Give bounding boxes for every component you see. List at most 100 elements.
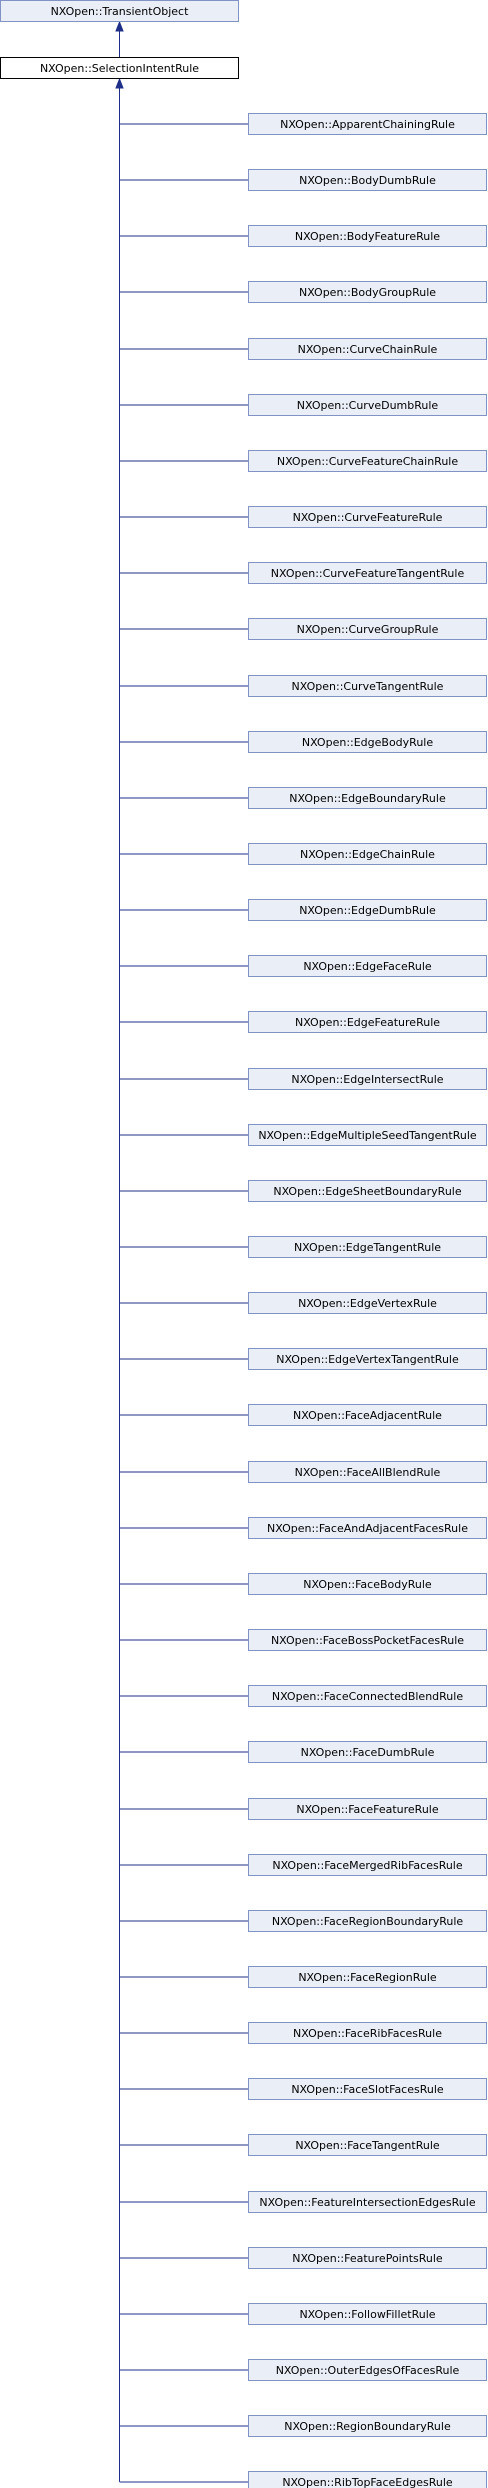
node-face-adjacent-rule-label: NXOpen::FaceAdjacentRule [293,1409,442,1422]
node-selection-intent-rule: NXOpen::SelectionIntentRule [0,57,239,79]
node-curve-tangent-rule[interactable]: NXOpen::CurveTangentRule [248,675,487,697]
node-edge-chain-rule-box [248,843,487,865]
node-face-rib-faces-rule-box [248,2022,487,2044]
node-face-slot-faces-rule-box [248,2078,487,2100]
node-curve-feature-tangent-rule[interactable]: NXOpen::CurveFeatureTangentRule [248,562,487,584]
node-edge-vertex-rule-box [248,1292,487,1314]
node-edge-sheet-boundary-rule-label: NXOpen::EdgeSheetBoundaryRule [273,1185,461,1198]
node-face-merged-rib-faces-rule[interactable]: NXOpen::FaceMergedRibFacesRule [248,1854,487,1876]
node-edge-chain-rule-label: NXOpen::EdgeChainRule [300,848,435,861]
node-face-tangent-rule[interactable]: NXOpen::FaceTangentRule [248,2134,487,2156]
node-face-connected-blend-rule[interactable]: NXOpen::FaceConnectedBlendRule [248,1685,487,1707]
node-follow-fillet-rule-label: NXOpen::FollowFilletRule [299,2308,435,2321]
node-edge-vertex-tangent-rule-box [248,1348,487,1370]
node-face-slot-faces-rule-label: NXOpen::FaceSlotFacesRule [291,2083,444,2096]
node-edge-chain-rule[interactable]: NXOpen::EdgeChainRule [248,843,487,865]
node-rib-top-face-edges-rule[interactable]: NXOpen::RibTopFaceEdgesRule [248,2471,487,2488]
node-face-all-blend-rule[interactable]: NXOpen::FaceAllBlendRule [248,1461,487,1483]
node-curve-tangent-rule-box [248,675,487,697]
node-body-group-rule-label: NXOpen::BodyGroupRule [299,286,436,299]
node-face-body-rule-box [248,1573,487,1595]
node-face-boss-pocket-faces-rule-box [248,1629,487,1651]
node-edge-sheet-boundary-rule[interactable]: NXOpen::EdgeSheetBoundaryRule [248,1180,487,1202]
node-follow-fillet-rule-box [248,2303,487,2325]
node-face-feature-rule-label: NXOpen::FaceFeatureRule [296,1803,438,1816]
node-apparent-chaining-rule[interactable]: NXOpen::ApparentChainingRule [248,113,487,135]
node-face-dumb-rule-box [248,1741,487,1763]
node-region-boundary-rule[interactable]: NXOpen::RegionBoundaryRule [248,2415,487,2437]
node-body-feature-rule-box [248,225,487,247]
node-feature-intersection-edges-rule-label: NXOpen::FeatureIntersectionEdgesRule [259,2196,475,2209]
node-curve-chain-rule[interactable]: NXOpen::CurveChainRule [248,338,487,360]
node-edge-tangent-rule-label: NXOpen::EdgeTangentRule [294,1241,441,1254]
node-face-connected-blend-rule-box [248,1685,487,1707]
node-curve-feature-chain-rule-box [248,450,487,472]
node-transient-object-label: NXOpen::TransientObject [51,5,190,18]
node-curve-feature-chain-rule[interactable]: NXOpen::CurveFeatureChainRule [248,450,487,472]
node-edge-face-rule[interactable]: NXOpen::EdgeFaceRule [248,955,487,977]
node-face-and-adjacent-faces-rule[interactable]: NXOpen::FaceAndAdjacentFacesRule [248,1517,487,1539]
node-curve-feature-rule[interactable]: NXOpen::CurveFeatureRule [248,506,487,528]
node-rib-top-face-edges-rule-box [248,2471,487,2488]
node-face-region-boundary-rule[interactable]: NXOpen::FaceRegionBoundaryRule [248,1910,487,1932]
node-edge-face-rule-box [248,955,487,977]
node-apparent-chaining-rule-box [248,113,487,135]
node-edge-dumb-rule-label: NXOpen::EdgeDumbRule [299,904,436,917]
node-edge-multiple-seed-tangent-rule[interactable]: NXOpen::EdgeMultipleSeedTangentRule [248,1124,487,1146]
node-body-group-rule-box [248,281,487,303]
node-edge-feature-rule[interactable]: NXOpen::EdgeFeatureRule [248,1011,487,1033]
node-face-region-boundary-rule-label: NXOpen::FaceRegionBoundaryRule [272,1915,464,1928]
node-edge-boundary-rule[interactable]: NXOpen::EdgeBoundaryRule [248,787,487,809]
node-face-adjacent-rule[interactable]: NXOpen::FaceAdjacentRule [248,1404,487,1426]
node-curve-dumb-rule[interactable]: NXOpen::CurveDumbRule [248,394,487,416]
node-edge-intersect-rule[interactable]: NXOpen::EdgeIntersectRule [248,1068,487,1090]
node-face-dumb-rule[interactable]: NXOpen::FaceDumbRule [248,1741,487,1763]
node-feature-intersection-edges-rule[interactable]: NXOpen::FeatureIntersectionEdgesRule [248,2191,487,2213]
node-region-boundary-rule-label: NXOpen::RegionBoundaryRule [284,2420,451,2433]
node-transient-object-box [0,0,239,22]
node-face-merged-rib-faces-rule-label: NXOpen::FaceMergedRibFacesRule [272,1859,463,1872]
node-region-boundary-rule-box [248,2415,487,2437]
node-apparent-chaining-rule-label: NXOpen::ApparentChainingRule [280,118,455,131]
node-face-region-rule-label: NXOpen::FaceRegionRule [298,1971,437,1984]
node-edge-vertex-tangent-rule[interactable]: NXOpen::EdgeVertexTangentRule [248,1348,487,1370]
node-edge-multiple-seed-tangent-rule-label: NXOpen::EdgeMultipleSeedTangentRule [258,1129,477,1142]
inheritance-spine-arrow [115,77,124,89]
node-curve-chain-rule-box [248,338,487,360]
node-edge-sheet-boundary-rule-box [248,1180,487,1202]
node-face-feature-rule[interactable]: NXOpen::FaceFeatureRule [248,1798,487,1820]
node-feature-points-rule[interactable]: NXOpen::FeaturePointsRule [248,2247,487,2269]
node-face-connected-blend-rule-label: NXOpen::FaceConnectedBlendRule [272,1690,463,1703]
node-edge-boundary-rule-box [248,787,487,809]
derived-class-nodes: NXOpen::ApparentChainingRuleNXOpen::Body… [248,113,487,2488]
node-face-rib-faces-rule[interactable]: NXOpen::FaceRibFacesRule [248,2022,487,2044]
node-face-body-rule[interactable]: NXOpen::FaceBodyRule [248,1573,487,1595]
node-edge-dumb-rule[interactable]: NXOpen::EdgeDumbRule [248,899,487,921]
edge-current-to-root-arrow [115,20,124,32]
node-edge-body-rule[interactable]: NXOpen::EdgeBodyRule [248,731,487,753]
node-curve-dumb-rule-label: NXOpen::CurveDumbRule [297,399,439,412]
node-face-all-blend-rule-box [248,1461,487,1483]
node-transient-object[interactable]: NXOpen::TransientObject [0,0,239,22]
node-curve-group-rule[interactable]: NXOpen::CurveGroupRule [248,618,487,640]
node-curve-tangent-rule-label: NXOpen::CurveTangentRule [292,680,444,693]
node-follow-fillet-rule[interactable]: NXOpen::FollowFilletRule [248,2303,487,2325]
node-face-slot-faces-rule[interactable]: NXOpen::FaceSlotFacesRule [248,2078,487,2100]
node-body-dumb-rule-label: NXOpen::BodyDumbRule [299,174,436,187]
node-edge-multiple-seed-tangent-rule-box [248,1124,487,1146]
node-face-region-rule[interactable]: NXOpen::FaceRegionRule [248,1966,487,1988]
node-face-dumb-rule-label: NXOpen::FaceDumbRule [301,1746,435,1759]
node-curve-feature-rule-label: NXOpen::CurveFeatureRule [293,511,443,524]
node-edge-feature-rule-label: NXOpen::EdgeFeatureRule [295,1016,440,1029]
node-curve-dumb-rule-box [248,394,487,416]
node-edge-intersect-rule-label: NXOpen::EdgeIntersectRule [291,1073,443,1086]
node-body-dumb-rule[interactable]: NXOpen::BodyDumbRule [248,169,487,191]
node-edge-vertex-rule[interactable]: NXOpen::EdgeVertexRule [248,1292,487,1314]
node-curve-group-rule-label: NXOpen::CurveGroupRule [297,623,439,636]
node-edge-tangent-rule[interactable]: NXOpen::EdgeTangentRule [248,1236,487,1258]
node-face-boss-pocket-faces-rule[interactable]: NXOpen::FaceBossPocketFacesRule [248,1629,487,1651]
node-body-feature-rule[interactable]: NXOpen::BodyFeatureRule [248,225,487,247]
node-body-group-rule[interactable]: NXOpen::BodyGroupRule [248,281,487,303]
node-outer-edges-of-faces-rule[interactable]: NXOpen::OuterEdgesOfFacesRule [248,2359,487,2381]
